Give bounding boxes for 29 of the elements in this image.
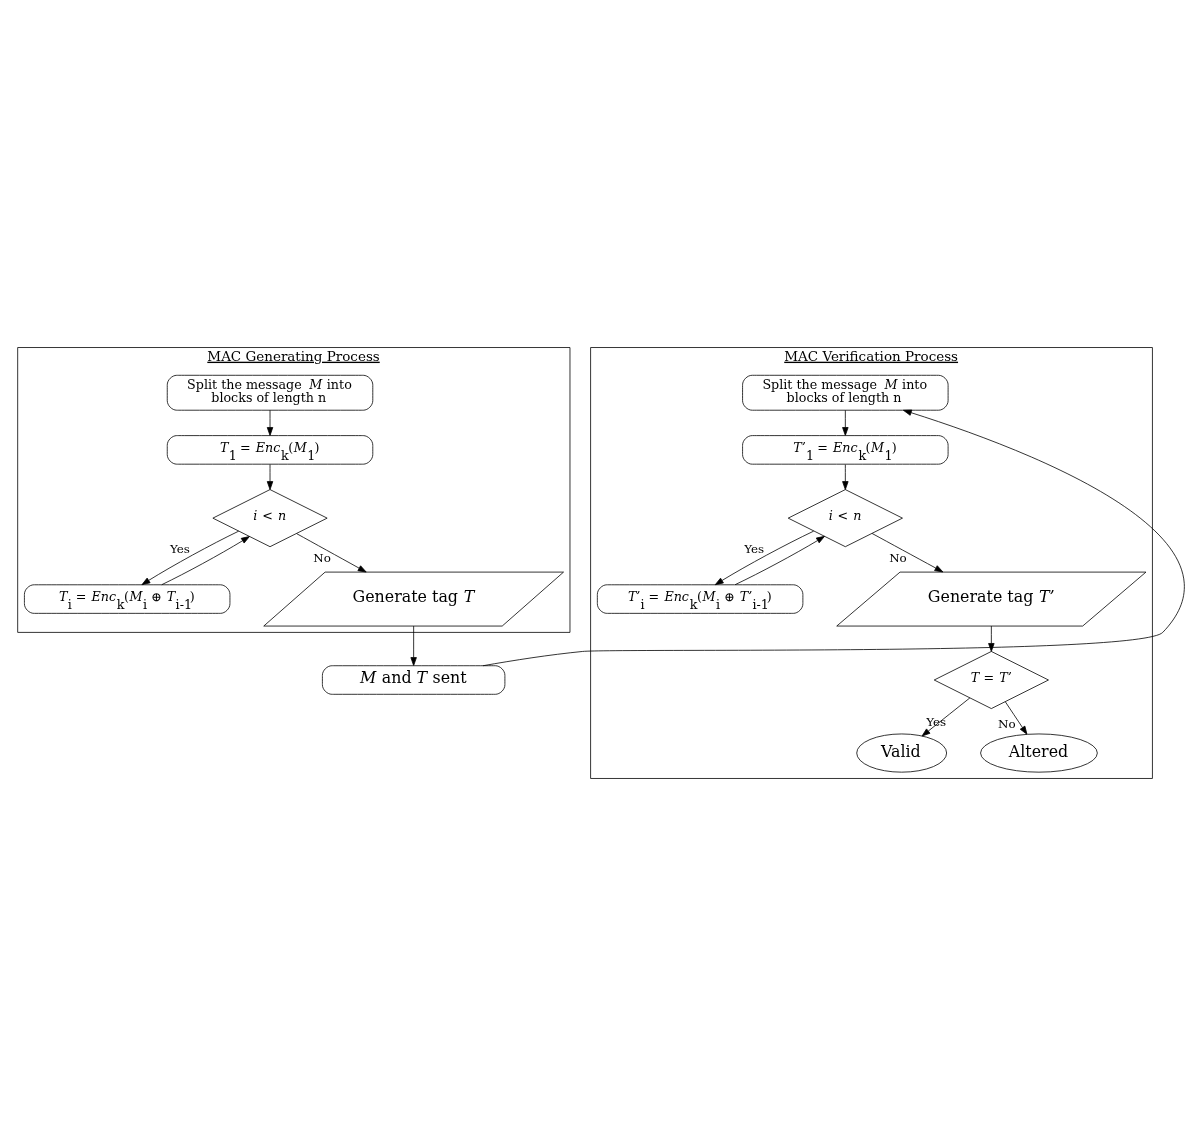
arrow [842, 464, 849, 490]
node-diamond: T = T’ [933, 651, 1049, 709]
arrow [1005, 701, 1028, 735]
edge-label: No [998, 716, 1016, 731]
arrow [842, 409, 849, 436]
arrow [266, 409, 274, 436]
arrow [921, 697, 971, 737]
arrow [161, 536, 250, 586]
arrow [266, 464, 274, 490]
edge-label: Yes [926, 715, 947, 730]
node-ellipse: Valid [856, 733, 947, 773]
edge-label: No [313, 551, 331, 566]
edge-label: No [889, 551, 907, 566]
arrow [988, 625, 995, 652]
edge-label: Yes [169, 541, 190, 556]
arrow [141, 530, 240, 586]
node-ellipse: Altered [980, 733, 1098, 773]
arrow [871, 533, 944, 573]
arrow [714, 530, 815, 586]
node-box: Split the message M into blocks of length n [742, 374, 949, 411]
arrow [410, 625, 417, 666]
node-box: Split the message M into blocks of length n [166, 374, 374, 411]
node-diamond: i < n [787, 489, 903, 548]
edge-label: Yes [744, 541, 765, 556]
arrow [296, 533, 367, 573]
node-diamond: i < n [212, 489, 328, 548]
node-box: M and T sent [322, 665, 506, 695]
arrow [482, 409, 1185, 667]
arrow [734, 535, 825, 586]
